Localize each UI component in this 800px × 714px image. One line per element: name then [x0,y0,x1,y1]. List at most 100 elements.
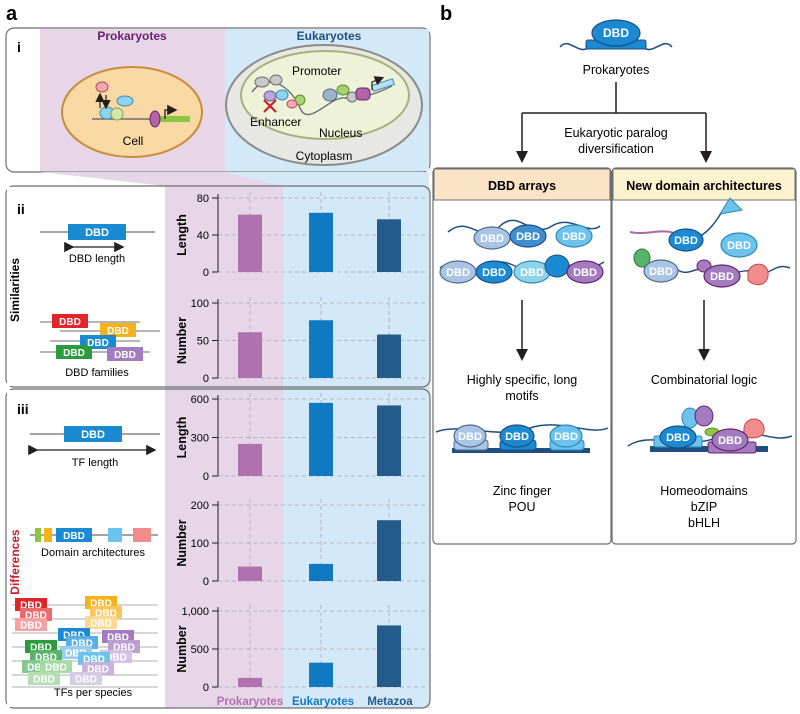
tf-length-box-text: DBD [81,429,105,441]
y-tick-label: 0 [203,267,209,279]
tf-dbd-box [85,616,117,629]
diversification-line2: diversification [578,142,654,156]
tf-dbd-text: DBD [30,643,52,654]
y-tick-label: 300 [191,433,209,445]
dbd-oval-text: DBD [649,266,673,278]
tf-dbd-text: DBD [113,643,135,654]
tf-dbd-box [78,652,110,665]
dbd-fam-blue-text: DBD [87,338,109,349]
dbd-green [56,345,92,359]
dbd-oval [668,228,704,252]
tf-length-label: TF length [72,457,118,469]
dbd-oval [659,425,697,449]
dbd-purple [107,347,143,361]
tf-dbd-text: DBD [90,599,112,610]
prok-polymerase [149,110,161,128]
bar-eukaryotes [309,402,333,476]
domain-pink [133,528,151,542]
y-axis-label: Number [175,317,189,364]
bar-prokaryotes [238,443,262,476]
tf-dbd-text: DBD [35,653,57,664]
y-tick-label: 100 [191,538,209,550]
dbd-oval-text: DBD [710,271,734,283]
y-tick-label: 0 [203,373,209,385]
dbd-oval-text: DBD [446,267,470,279]
dbd-length-box-text: DBD [85,227,109,239]
section-ii-frame [5,185,431,388]
left-example-1: POU [508,500,535,514]
y-tick-label: 100 [191,298,209,310]
dbd-oval [453,424,487,448]
tf-dbd-box [40,660,72,673]
euk-mediator-1 [322,88,338,102]
bar-eukaryotes [309,563,333,581]
right-example-0: Homeodomains [660,484,748,498]
bar-eukaryotes [309,320,333,378]
tf-dbd-box [15,618,47,631]
left-example-0: Zinc finger [493,484,551,498]
domain-shape [694,405,714,427]
enhancer-label: Enhancer [250,115,301,129]
tf-dbd-box [70,672,102,685]
dbd-families-graphic [40,314,160,361]
cytoplasm-label: Cytoplasm [296,149,353,163]
bar-metazoa [377,625,401,687]
euk-tf-purple [263,90,277,102]
left-result-line2: motifs [505,389,538,403]
tf-dbd-text: DBD [83,655,105,666]
y-tick-label: 200 [191,500,209,512]
tf-dbd-text: DBD [20,601,42,612]
euk-cofactor-2 [269,74,283,86]
euk-cofactor-1 [254,76,270,88]
dbd-oval [499,424,535,448]
tfs-per-species-label: TFs per species [54,687,133,699]
bar-metazoa [377,520,401,581]
dbd-oval [549,424,583,448]
dbd-fam-green-text: DBD [63,348,85,359]
bar-metazoa [377,219,401,272]
euk-mediator-2 [336,84,350,96]
tf-length-box [64,426,122,442]
tf-dbd-box [20,608,52,621]
y-axis-label: Length [175,214,189,256]
tf-dbd-text: DBD [75,675,97,686]
euk-tf-green [294,94,306,106]
domain-shape [747,263,769,286]
right-header: New domain architectures [626,179,782,193]
bar-eukaryotes [309,662,333,687]
y-tick-label: 0 [203,576,209,588]
dbd-oval-text: DBD [718,435,742,447]
dbd-oval [509,224,547,248]
dbd-oval-text: DBD [516,231,540,243]
dbd-oval-text: DBD [666,432,690,444]
dbd-fam-yellow-text: DBD [107,326,129,337]
prok-tss-arrow [164,104,178,119]
panel-a-letter: a [6,3,18,25]
differences-label: Differences [8,529,22,595]
dbd-length-label: DBD length [69,253,125,265]
euk-tss-arrow [371,76,385,90]
top-dbd-text: DBD [603,26,629,40]
dbd-oval-text: DBD [482,267,506,279]
prok-tf-3 [95,81,109,93]
bar-metazoa [377,334,401,378]
bar-metazoa [377,405,401,476]
tf-dbd-text: DBD [27,663,49,674]
tf-dbd-text: DBD [25,611,47,622]
dbd-oval-text: DBD [674,235,698,247]
y-tick-label: 500 [191,644,209,656]
bar-eukaryotes [309,212,333,272]
euk-column-bg [283,186,430,708]
y-tick-label: 0 [203,682,209,694]
left-header-bg [433,168,611,201]
tf-dbd-box [90,606,122,619]
roman-iii: iii [17,401,29,417]
dbd-oval [555,224,593,248]
domain-shape [743,418,765,439]
dbd-oval [703,264,741,288]
bar-prokaryotes [238,332,262,378]
prok-gene [160,116,190,122]
dbd-oval-text: DBD [573,267,597,279]
